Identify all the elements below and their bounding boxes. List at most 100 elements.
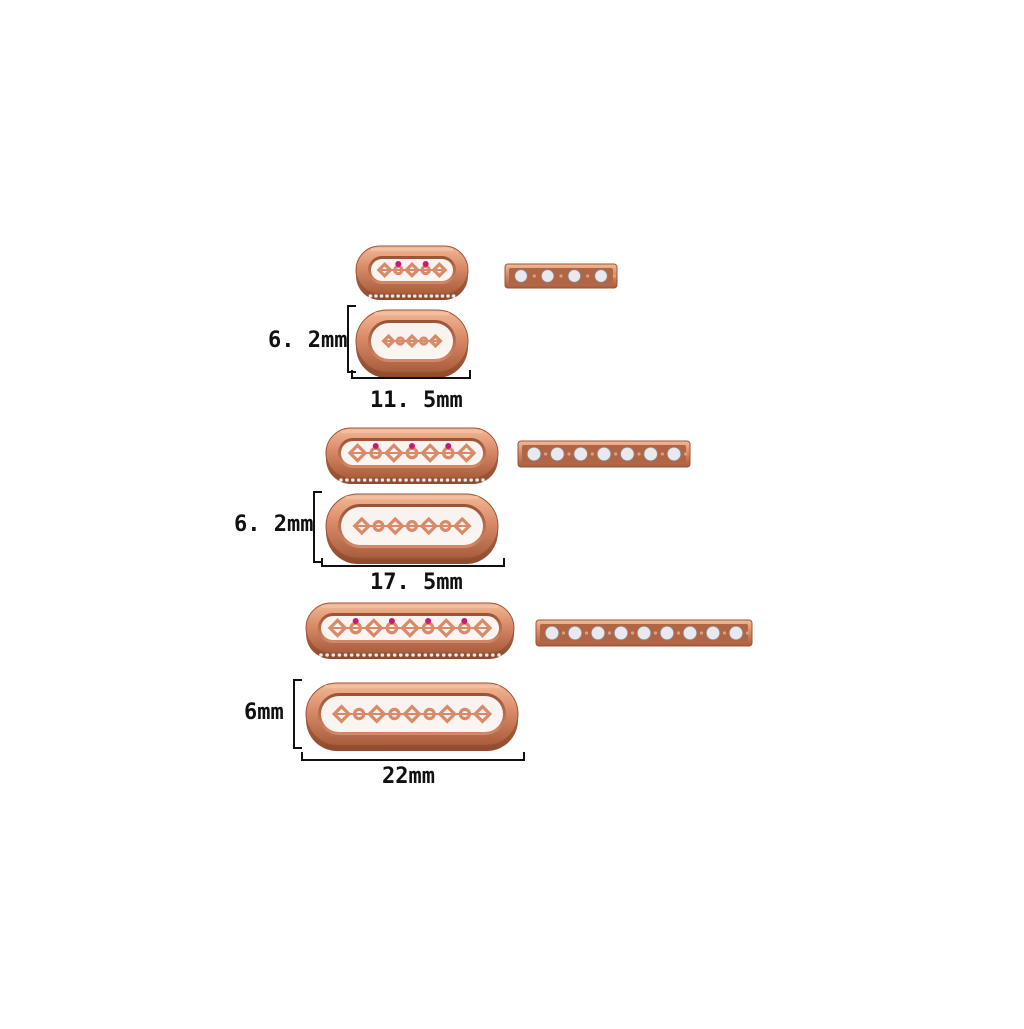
medium-bottom-diamond-0 — [352, 516, 372, 536]
medium-top-edge-stone-6 — [374, 478, 379, 482]
medium-top-edge-stone-9 — [392, 478, 397, 482]
large-top-edge-stone-1 — [325, 653, 329, 657]
large-top-edge-stone-8 — [368, 653, 372, 657]
medium-top-diamond-4 — [420, 443, 441, 463]
medium-top-edge-stone-7 — [380, 478, 385, 482]
small-top-edge-stone-5 — [396, 294, 400, 298]
large-bead-6 — [699, 631, 704, 635]
small-top-frame — [355, 245, 469, 300]
medium-top-edge-stone-24 — [481, 478, 485, 482]
medium-top-edge-stone-15 — [427, 478, 432, 482]
small-top-edge-stone-14 — [446, 294, 450, 298]
large-top-edge-stone-23 — [460, 653, 464, 657]
small-top-diamond-4 — [431, 261, 448, 279]
medium-bottom-frame — [325, 493, 499, 564]
medium-width-label: 17. 5mm — [370, 570, 463, 595]
large-top-edge-stone-0 — [319, 653, 323, 657]
medium-top-highlight — [341, 430, 483, 433]
medium-bottom-diamond-6 — [452, 516, 472, 536]
medium-bottom-highlight — [345, 496, 479, 499]
large-top-edge-stone-28 — [491, 653, 495, 657]
small-width-label: 11. 5mm — [370, 388, 463, 413]
medium-height-label: 6. 2mm — [234, 512, 314, 537]
medium-crystal-4 — [620, 446, 635, 462]
large-crystal-8 — [728, 625, 744, 641]
small-top-edge-stone-9 — [418, 294, 423, 298]
large-top-diamond-4 — [400, 618, 420, 638]
large-crystal-0 — [544, 625, 560, 641]
medium-top-ruby-3 — [409, 443, 415, 449]
medium-top-diamond-0 — [347, 443, 368, 463]
large-top-edge-stone-22 — [454, 653, 458, 657]
large-top-ruby-3 — [388, 618, 395, 624]
large-top-edge-stone-12 — [392, 653, 397, 657]
small-top-edge-stone-10 — [424, 294, 428, 298]
medium-top-edge-stone-8 — [386, 478, 391, 482]
large-bottom-diamond-0 — [331, 704, 352, 724]
large-bead-5 — [676, 631, 681, 635]
medium-bead-3 — [614, 452, 618, 456]
large-top-highlight — [321, 605, 499, 608]
large-top-edge-stone-25 — [472, 653, 477, 657]
small-top-edge-stone-7 — [407, 294, 412, 298]
large-top-edge-stone-9 — [374, 653, 379, 657]
large-top-edge-stone-3 — [337, 653, 342, 657]
medium-top-edge-stone-4 — [362, 478, 367, 482]
large-top-diamond-2 — [363, 618, 384, 638]
small-top-edge-stone-15 — [451, 294, 456, 298]
large-bead-8 — [745, 631, 750, 635]
small-top-edge-stone-13 — [440, 294, 445, 298]
medium-crystal-1 — [550, 446, 565, 462]
small-crystal-2 — [567, 269, 581, 283]
small-top-edge-stone-2 — [379, 294, 384, 298]
medium-top-diamond-6 — [456, 443, 477, 463]
medium-top-edge-stone-22 — [469, 478, 473, 482]
small-bead-1 — [559, 274, 563, 278]
small-crystal-3 — [594, 269, 608, 283]
large-top-edge-stone-16 — [417, 653, 422, 657]
large-top-edge-stone-20 — [441, 653, 446, 657]
small-top-edge-stone-3 — [385, 294, 389, 298]
large-bead-1 — [584, 631, 589, 635]
large-top-edge-stone-6 — [356, 653, 360, 657]
medium-width-bracket — [321, 558, 505, 567]
large-crystal-4 — [636, 625, 652, 641]
large-height-label: 6mm — [244, 700, 284, 725]
medium-crystal-0 — [526, 446, 542, 462]
medium-top-edge-stone-11 — [404, 478, 408, 482]
large-bead-2 — [607, 631, 612, 635]
large-bottom-diamond-4 — [402, 704, 422, 724]
large-top-frame — [305, 602, 515, 659]
medium-top-edge-stone-21 — [463, 478, 468, 482]
large-top-edge-stone-19 — [435, 653, 440, 657]
large-top-edge-stone-2 — [331, 653, 336, 657]
small-top-edge-stone-6 — [401, 294, 406, 298]
small-height-bracket — [347, 305, 356, 373]
small-bottom-highlight — [374, 312, 450, 315]
small-height-label: 6. 2mm — [268, 328, 348, 353]
medium-bead-0 — [544, 452, 548, 456]
medium-top-edge-stone-19 — [451, 478, 456, 482]
medium-bottom-diamond-4 — [419, 516, 439, 536]
large-top-edge-stone-26 — [478, 653, 483, 657]
medium-height-bracket — [313, 491, 322, 563]
large-top-edge-stone-29 — [497, 653, 501, 657]
medium-top-edge-stone-18 — [445, 478, 450, 482]
large-top-edge-stone-18 — [429, 653, 434, 657]
small-bottom-diamond-0 — [381, 333, 396, 349]
large-top-ruby-5 — [425, 618, 432, 624]
medium-top-edge-stone-5 — [368, 478, 373, 482]
large-top-edge-stone-15 — [411, 653, 415, 657]
large-bead-4 — [653, 631, 658, 635]
small-top-highlight — [370, 248, 454, 251]
large-top-edge-stone-13 — [398, 653, 403, 657]
large-top-ruby-7 — [461, 618, 468, 624]
large-top-edge-stone-11 — [386, 653, 391, 657]
small-bottom-frame — [355, 309, 469, 378]
medium-top-edge-stone-12 — [410, 478, 414, 482]
small-top-edge-stone-12 — [435, 294, 439, 298]
large-bottom-highlight — [324, 685, 500, 688]
large-bead-3 — [630, 631, 635, 635]
large-bead-7 — [722, 631, 727, 635]
medium-top-edge-stone-3 — [356, 478, 361, 482]
